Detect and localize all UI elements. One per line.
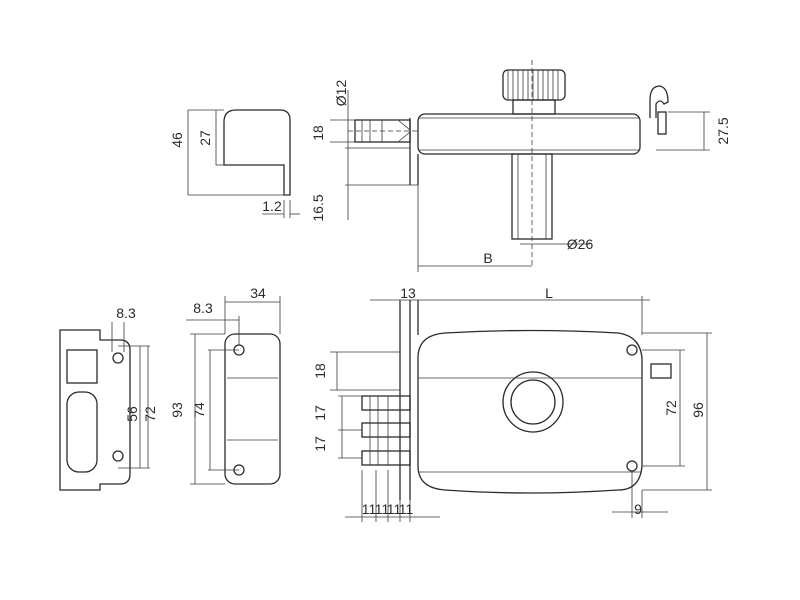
- keeper-side-view: [187, 109, 300, 218]
- dim-93-label: 93: [169, 402, 185, 418]
- dim-9-label: 9: [634, 501, 642, 517]
- dim-72-b-label: 72: [663, 400, 679, 416]
- dim-74-label: 74: [191, 402, 207, 418]
- dim-phi26-label: Ø26: [567, 236, 594, 252]
- dim-11-c-label: 11: [387, 501, 402, 517]
- dim-96-label: 96: [690, 402, 706, 418]
- dim-56-label: 56: [124, 406, 140, 422]
- lock-top-view: [330, 60, 710, 272]
- dim-B-label: B: [483, 250, 492, 266]
- dim-46-label: 46: [169, 132, 185, 148]
- dim-27-label: 27: [197, 130, 213, 146]
- dim-17-a-label: 17: [312, 405, 328, 421]
- dim-phi12-label: Ø12: [333, 80, 349, 107]
- dim-18-front-label: 18: [312, 363, 328, 379]
- strike-plate-front: [59, 322, 150, 491]
- dim-L-label: L: [545, 285, 553, 301]
- dim-11-d-label: 11: [399, 501, 414, 517]
- dim-27-5-label: 27.5: [715, 117, 731, 144]
- dim-34-label: 34: [250, 285, 266, 301]
- dim-11-b-label: 11: [375, 501, 390, 517]
- dim-1-2-label: 1.2: [262, 198, 282, 214]
- dim-16-5-label: 16.5: [310, 194, 326, 221]
- keeper-front: [186, 296, 281, 485]
- dim-18-top-label: 18: [310, 125, 326, 141]
- dim-72-a-label: 72: [142, 406, 158, 422]
- dim-8-3-a-label: 8.3: [116, 305, 136, 321]
- dim-11-a-label: 11: [362, 501, 377, 517]
- lock-front-view: [330, 296, 712, 522]
- dim-17-b-label: 17: [312, 436, 328, 452]
- dim-8-3-b-label: 8.3: [193, 300, 213, 316]
- dim-13-label: 13: [400, 285, 416, 301]
